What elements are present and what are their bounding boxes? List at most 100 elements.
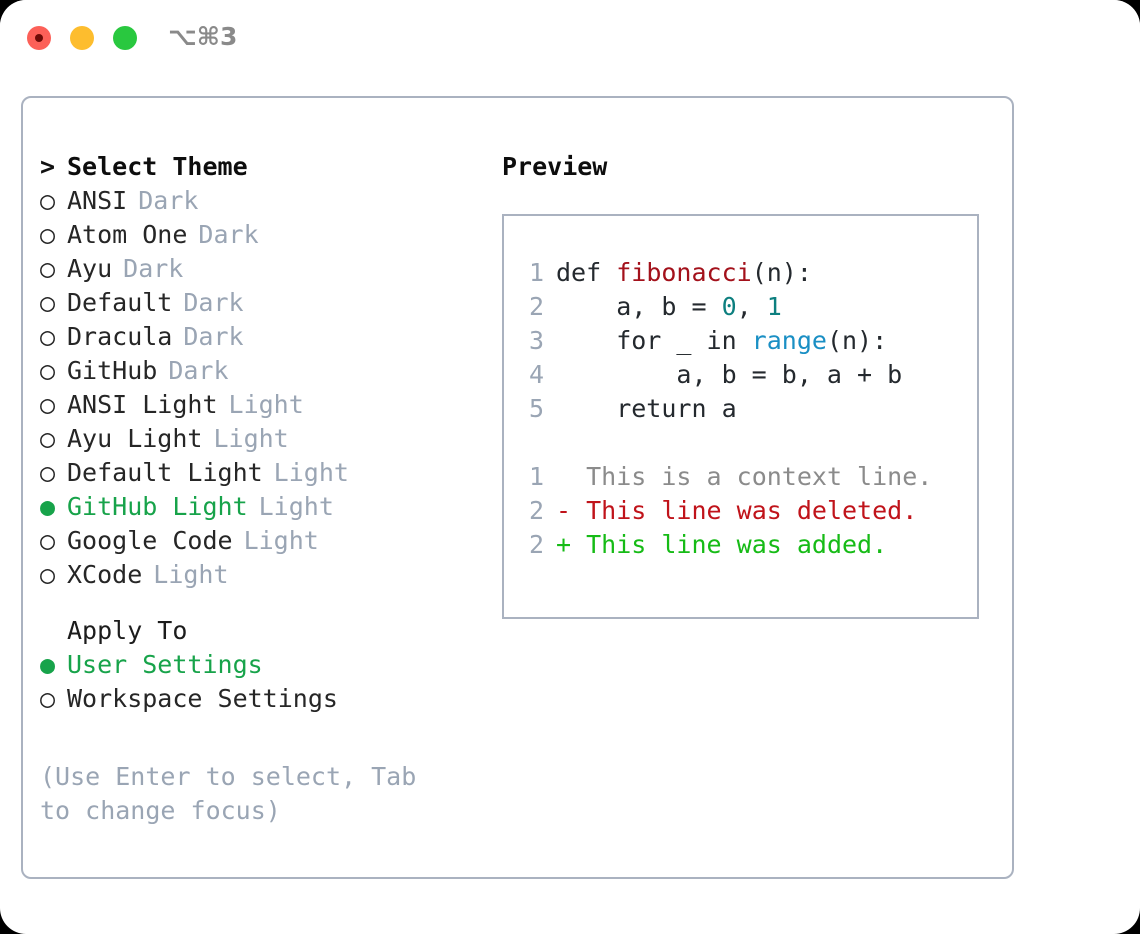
theme-variant-badge: Dark — [168, 356, 229, 385]
spacer — [518, 428, 977, 462]
apply-to-item-label: Workspace Settings — [67, 684, 338, 713]
line-number: 1 — [528, 462, 544, 491]
radio-selected-icon: ● — [40, 492, 56, 521]
keyboard-hint-text: (Use Enter to select, Tab to change focu… — [40, 762, 417, 825]
apply-to-list: ●User Settings○ Workspace Settings — [40, 650, 480, 718]
number-token: 1 — [766, 292, 782, 321]
radio-unselected-icon: ○ — [40, 526, 56, 555]
theme-variant-badge: Light — [153, 560, 229, 589]
caret-icon: > — [40, 152, 56, 181]
theme-item-xcode[interactable]: ○ XCode Light — [40, 560, 480, 594]
indent-spacer: ○ — [40, 618, 67, 643]
preview-title: Preview — [502, 152, 608, 181]
theme-item-ayu[interactable]: ○ Ayu Dark — [40, 254, 480, 288]
apply-to-item-label: User Settings — [67, 650, 263, 679]
diff-spacer — [571, 496, 586, 525]
theme-item-ansi[interactable]: ○ ANSI Dark — [40, 186, 480, 220]
theme-variant-badge: Light — [243, 526, 319, 555]
radio-unselected-icon: ○ — [40, 322, 56, 351]
theme-item-label: Dracula — [67, 322, 173, 351]
theme-item-label: GitHub — [67, 356, 158, 385]
theme-item-label: Default Light — [67, 458, 263, 487]
code-token: (n): — [751, 258, 812, 287]
radio-unselected-icon: ○ — [40, 220, 56, 249]
radio-unselected-icon: ○ — [40, 458, 56, 487]
code-line: 2 a, b = 0, 1 — [518, 292, 977, 326]
radio-unselected-icon: ○ — [40, 560, 56, 589]
line-number: 5 — [528, 394, 544, 423]
diff-text: This is a context line. — [586, 462, 933, 491]
diff-sign — [556, 462, 571, 491]
theme-variant-badge: Dark — [198, 220, 259, 249]
theme-variant-badge: Light — [213, 424, 289, 453]
theme-variant-badge: Light — [258, 492, 334, 521]
theme-item-label: ANSI — [67, 186, 128, 215]
radio-unselected-icon: ○ — [40, 186, 56, 215]
spacer — [40, 594, 480, 616]
theme-item-github[interactable]: ○ GitHub Dark — [40, 356, 480, 390]
line-number: 2 — [528, 530, 544, 559]
theme-item-label: GitHub Light — [67, 492, 248, 521]
theme-variant-badge: Dark — [138, 186, 199, 215]
line-number: 2 — [528, 292, 544, 321]
spacer — [40, 718, 480, 756]
line-number: 3 — [528, 326, 544, 355]
theme-item-label: Ayu Light — [67, 424, 203, 453]
apply-to-item-workspace-settings[interactable]: ○ Workspace Settings — [40, 684, 480, 718]
diff-spacer — [571, 462, 586, 491]
theme-item-label: Ayu — [67, 254, 113, 283]
radio-unselected-icon: ○ — [40, 356, 56, 385]
apply-to-title: Apply To — [67, 616, 188, 645]
diff-spacer — [571, 530, 586, 559]
code-line: 3 for _ in range(n): — [518, 326, 977, 360]
window-controls — [27, 26, 137, 50]
title-bar: ⌥⌘3 — [0, 0, 1140, 78]
line-number: 2 — [528, 496, 544, 525]
theme-item-google-code[interactable]: ○ Google Code Light — [40, 526, 480, 560]
number-token: 0 — [721, 292, 737, 321]
diff-text: This line was deleted. — [586, 496, 918, 525]
radio-unselected-icon: ○ — [40, 424, 56, 453]
diff-added-line: 2+ This line was added. — [518, 530, 977, 564]
function-name-token: fibonacci — [616, 258, 752, 287]
diff-deleted-line: 2- This line was deleted. — [518, 496, 977, 530]
theme-item-label: XCode — [67, 560, 143, 589]
theme-variant-badge: Light — [273, 458, 349, 487]
select-theme-title: Select Theme — [67, 152, 248, 181]
theme-item-label: Default — [67, 288, 173, 317]
theme-item-label: Google Code — [67, 526, 233, 555]
radio-unselected-icon: ○ — [40, 254, 56, 283]
close-button[interactable] — [27, 26, 51, 50]
code-line: 5 return a — [518, 394, 977, 428]
builtin-call-token: range — [751, 326, 827, 355]
theme-item-label: Atom One — [67, 220, 188, 249]
radio-unselected-icon: ○ — [40, 390, 56, 419]
diff-sample: 1 This is a context line. 2- This line wa… — [518, 462, 977, 564]
maximize-button[interactable] — [113, 26, 137, 50]
diff-sign: + — [556, 530, 572, 559]
code-token: for _ in — [556, 326, 752, 355]
theme-variant-badge: Dark — [123, 254, 184, 283]
theme-item-default-light[interactable]: ○ Default Light Light — [40, 458, 480, 492]
apply-to-item-user-settings[interactable]: ●User Settings — [40, 650, 480, 684]
apply-to-header: ○ Apply To — [40, 616, 480, 650]
keyboard-shortcut-label: ⌥⌘3 — [168, 22, 238, 51]
radio-unselected-icon: ○ — [40, 684, 56, 713]
theme-item-github-light[interactable]: ● GitHub Light Light — [40, 492, 480, 526]
theme-variant-badge: Light — [228, 390, 304, 419]
radio-unselected-icon: ○ — [40, 288, 56, 317]
diff-sign: - — [556, 496, 572, 525]
theme-item-atom-one[interactable]: ○ Atom One Dark — [40, 220, 480, 254]
minimize-button[interactable] — [70, 26, 94, 50]
theme-item-ayu-light[interactable]: ○ Ayu Light Light — [40, 424, 480, 458]
code-token: a, b = b, a + b — [556, 360, 903, 389]
code-token: , — [736, 292, 767, 321]
